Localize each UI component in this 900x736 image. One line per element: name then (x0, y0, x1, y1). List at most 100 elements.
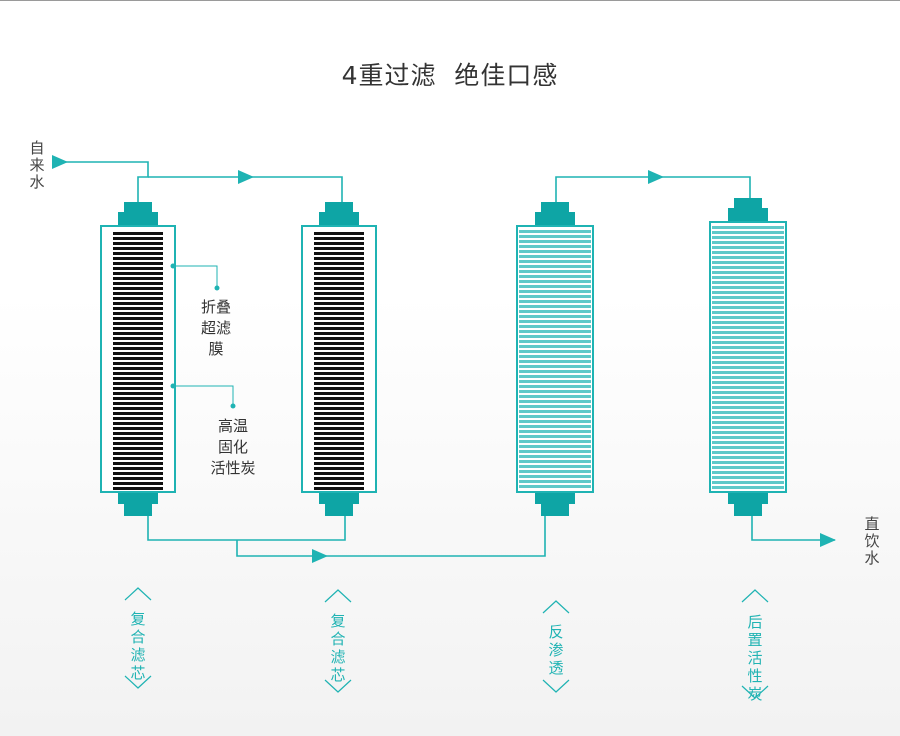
membrane-pleat (314, 462, 364, 465)
membrane-pleat (314, 282, 364, 285)
element-layer (519, 285, 591, 288)
element-layer (712, 441, 784, 444)
cap-top-wide-1 (118, 212, 158, 226)
membrane-pleat (113, 462, 163, 465)
element-layer (519, 355, 591, 358)
membrane-pleat (314, 467, 364, 470)
cap-bottom-4 (734, 504, 762, 516)
element-layer (712, 426, 784, 429)
membrane-pleat (314, 377, 364, 380)
membrane-pleat (113, 367, 163, 370)
carbon-callout: 高温 固化 活性炭 (203, 416, 263, 479)
membrane-pleat (113, 382, 163, 385)
element-layer (712, 451, 784, 454)
membrane-pleat (113, 312, 163, 315)
membrane-pleat (113, 262, 163, 265)
element-layer (519, 455, 591, 458)
membrane-pleat (113, 257, 163, 260)
element-layer (519, 395, 591, 398)
membrane-pleat (113, 412, 163, 415)
membrane-pleat (314, 242, 364, 245)
membrane-pleat (113, 482, 163, 485)
pipe-segment-4 (236, 516, 546, 557)
element-layer (712, 251, 784, 254)
callout-leader-lines (170, 263, 236, 409)
membrane-pleat (113, 342, 163, 345)
element-layer (519, 430, 591, 433)
element-layer (519, 465, 591, 468)
cap-bottom-2 (325, 504, 353, 516)
membrane-pleat (113, 242, 163, 245)
element-layer (519, 280, 591, 283)
element-layer (712, 366, 784, 369)
element-layer (519, 415, 591, 418)
chevron-down-1 (124, 675, 152, 689)
element-layer (519, 305, 591, 308)
element-layer (519, 250, 591, 253)
element-layer (519, 320, 591, 323)
membrane-pleat (314, 257, 364, 260)
element-layer (712, 481, 784, 484)
element-layer (712, 241, 784, 244)
membrane-pleat (314, 322, 364, 325)
cap-bottom-3 (541, 504, 569, 516)
stage-label-1: 复合滤芯 (130, 610, 146, 682)
element-layer (712, 346, 784, 349)
membrane-pleat (314, 367, 364, 370)
membrane-pleat (113, 287, 163, 290)
membrane-pleat (314, 302, 364, 305)
element-layer (519, 300, 591, 303)
leader-dot-2 (214, 285, 220, 291)
element-layer (712, 336, 784, 339)
flow-arrows (52, 155, 836, 563)
membrane-pleat (314, 287, 364, 290)
element-layer (712, 236, 784, 239)
inlet-label: 自来水 (29, 139, 45, 191)
cap-top-wide-4 (728, 208, 768, 222)
membrane-pleat (113, 292, 163, 295)
element-layer (519, 410, 591, 413)
membrane-pleat (314, 262, 364, 265)
element-layer (519, 385, 591, 388)
element-layer (519, 330, 591, 333)
leader-line-1 (173, 265, 218, 288)
element-layer (519, 335, 591, 338)
element-layer (519, 340, 591, 343)
cap-top-4 (734, 198, 762, 208)
filter-cartridge-3 (516, 202, 594, 516)
membrane-pleat (314, 347, 364, 350)
element-layer (712, 341, 784, 344)
membrane-pleat (113, 337, 163, 340)
flow-arrow-5 (820, 533, 836, 547)
membrane-pleat (113, 277, 163, 280)
cap-bottom-wide-1 (118, 492, 158, 504)
element-layer (712, 281, 784, 284)
chevron-up-2 (324, 589, 352, 603)
membrane-pleat (314, 442, 364, 445)
leader-line-2 (173, 385, 234, 406)
element-layer (712, 301, 784, 304)
membrane-pleat (113, 472, 163, 475)
membrane-pleat (314, 417, 364, 420)
membrane-pleat (314, 372, 364, 375)
element-layer (519, 245, 591, 248)
membrane-pleat (113, 322, 163, 325)
membrane-pleat (113, 252, 163, 255)
element-layer (712, 296, 784, 299)
membrane-pleat (314, 387, 364, 390)
membrane-pleat (113, 407, 163, 410)
membrane-pleat (314, 422, 364, 425)
element-layer (519, 315, 591, 318)
element-layer (712, 271, 784, 274)
stage-label-3: 反渗透 (548, 623, 564, 677)
membrane-pleat (314, 237, 364, 240)
membrane-pleat (113, 317, 163, 320)
membrane-pleat (113, 247, 163, 250)
element-layer (519, 370, 591, 373)
element-layer (712, 266, 784, 269)
membrane-pleat (113, 237, 163, 240)
membrane-pleat (314, 247, 364, 250)
element-layer (519, 240, 591, 243)
flow-arrow-3 (312, 549, 328, 563)
cap-top-2 (325, 202, 353, 212)
